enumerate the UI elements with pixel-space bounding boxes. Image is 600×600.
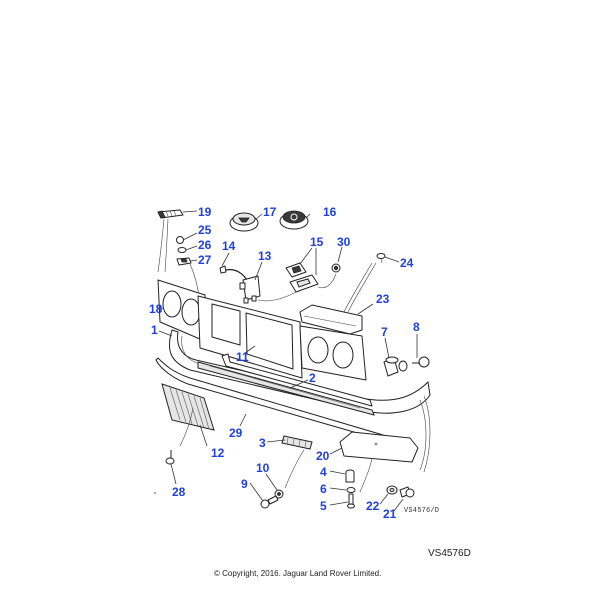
part-8-screw: [398, 356, 430, 372]
part-25-26-27-fasteners: [176, 236, 200, 296]
callout-19[interactable]: 19: [198, 205, 212, 219]
part-23-panel: [299, 304, 363, 335]
part-13-14-bracket-clip: [219, 265, 297, 304]
callout-2[interactable]: 2: [309, 371, 316, 385]
callout-12[interactable]: 12: [211, 446, 225, 460]
leader-lines: [157, 210, 418, 512]
callout-15[interactable]: 15: [310, 235, 324, 249]
part-17-badge: [229, 212, 259, 232]
callout-10[interactable]: 10: [256, 461, 270, 475]
stray-dot: [154, 492, 156, 494]
callout-20[interactable]: 20: [316, 449, 330, 463]
part-30-nut: [331, 263, 341, 273]
callout-4[interactable]: 4: [320, 465, 327, 479]
part-4-6-5-fasteners: [345, 469, 356, 509]
reference-code: VS4576D: [428, 548, 471, 559]
part-21-22-fasteners: [386, 485, 415, 498]
callout-5[interactable]: 5: [320, 499, 327, 513]
callout-27[interactable]: 27: [198, 253, 212, 267]
part-11-radiator-grille: [197, 295, 303, 379]
callout-3[interactable]: 3: [259, 436, 266, 450]
callout-11[interactable]: 11: [236, 350, 249, 364]
part-28-screw: [165, 450, 175, 465]
callout-13[interactable]: 13: [258, 249, 272, 263]
callout-30[interactable]: 30: [337, 235, 351, 249]
part-12-grille-insert: [161, 383, 215, 447]
part-9-10-fasteners: [260, 489, 284, 509]
callout-28[interactable]: 28: [172, 485, 186, 499]
part-19-bracket: [157, 209, 184, 273]
part-3-reflector: [281, 435, 313, 489]
callout-23[interactable]: 23: [376, 292, 390, 306]
part-24-fastener: [343, 253, 386, 313]
callout-24[interactable]: 24: [400, 256, 414, 270]
callout-16[interactable]: 16: [323, 205, 337, 219]
callout-18[interactable]: 18: [149, 302, 163, 316]
drawing-code: VS4576/D: [404, 507, 440, 515]
callout-9[interactable]: 9: [241, 477, 248, 491]
callout-14[interactable]: 14: [222, 239, 236, 253]
callout-22[interactable]: 22: [366, 499, 380, 513]
callout-8[interactable]: 8: [413, 320, 420, 334]
part-16-badge: [279, 210, 309, 230]
part-15-badge-mount: [285, 262, 337, 293]
part-20-undertray: [339, 395, 431, 493]
part-right-headlamp-surround: [299, 325, 367, 381]
callout-7[interactable]: 7: [381, 325, 388, 339]
part-2-grille-strip: [197, 353, 375, 416]
callout-25[interactable]: 25: [198, 223, 212, 237]
callout-21[interactable]: 21: [383, 507, 397, 521]
callout-26[interactable]: 26: [198, 238, 212, 252]
part-7-lamp: [383, 356, 399, 377]
callout-29[interactable]: 29: [229, 426, 243, 440]
callout-6[interactable]: 6: [320, 482, 327, 496]
callout-1[interactable]: 1: [151, 323, 158, 337]
callout-17[interactable]: 17: [263, 205, 277, 219]
copyright-notice: © Copyright, 2016. Jaguar Land Rover Lim…: [214, 569, 382, 578]
